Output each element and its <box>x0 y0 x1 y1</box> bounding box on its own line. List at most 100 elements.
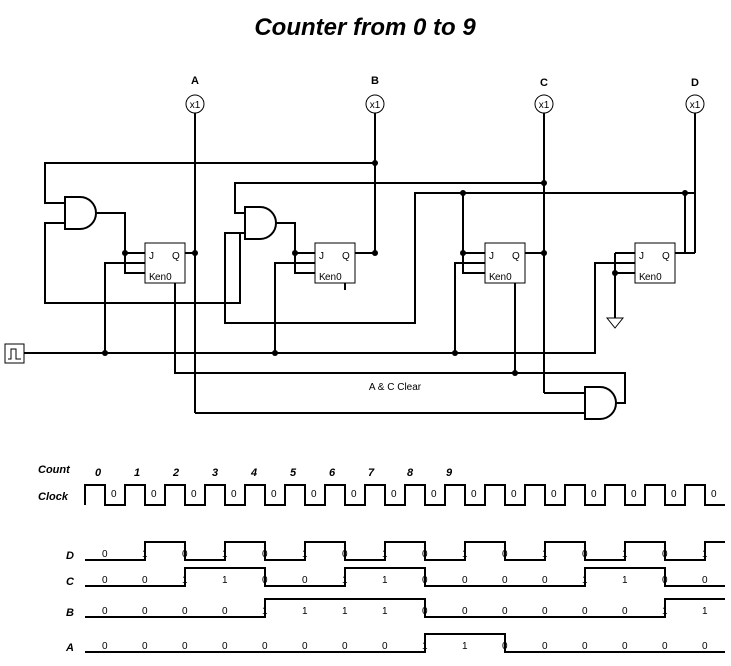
ground-icon <box>605 317 625 329</box>
clock-low-label: 0 <box>191 489 197 500</box>
probe-c[interactable]: x1 <box>534 94 554 114</box>
signal-bit-label: 1 <box>382 575 388 586</box>
ff-a-k: K <box>149 272 156 283</box>
ff-b-k: K <box>319 272 326 283</box>
clock-low-label: 0 <box>271 489 277 500</box>
signal-bit-label: 0 <box>542 641 548 652</box>
count-number: 6 <box>329 467 336 479</box>
signal-bit-label: 0 <box>622 606 628 617</box>
flipflop-b[interactable]: J K Q en0 <box>314 242 356 284</box>
signal-bit-label: 0 <box>102 606 108 617</box>
signal-bit-label: 0 <box>542 606 548 617</box>
signal-bit-label: 0 <box>702 575 708 586</box>
signal-bit-label: 0 <box>342 641 348 652</box>
probe-b[interactable]: x1 <box>365 94 385 114</box>
signal-bit-label: 0 <box>662 641 668 652</box>
clock-low-label: 0 <box>671 489 677 500</box>
count-label: Count <box>38 464 71 476</box>
ff-d-k: K <box>639 272 646 283</box>
count-number: 0 <box>95 467 102 479</box>
ff-c-j: J <box>489 251 494 262</box>
signal-trace <box>85 541 725 561</box>
count-number: 3 <box>212 467 218 479</box>
signal-bit-label: 0 <box>582 606 588 617</box>
count-number: 2 <box>172 467 179 479</box>
clock-low-label: 0 <box>471 489 477 500</box>
probe-a-scale: x1 <box>190 100 201 111</box>
ff-b-q: Q <box>342 251 350 262</box>
signal-bit-label: 0 <box>502 606 508 617</box>
signal-bit-label: 0 <box>142 575 148 586</box>
count-number: 5 <box>290 467 297 479</box>
signal-bit-label: 0 <box>462 575 468 586</box>
ff-b-j: J <box>319 251 324 262</box>
clock-low-label: 0 <box>431 489 437 500</box>
clock-source[interactable] <box>4 343 25 364</box>
signal-bit-label: 0 <box>462 606 468 617</box>
probe-c-scale: x1 <box>539 100 550 111</box>
ff-d-j: J <box>639 251 644 262</box>
probe-b-scale: x1 <box>370 100 381 111</box>
clock-trace <box>84 484 725 506</box>
signal-bit-label: 0 <box>102 575 108 586</box>
signal-bit-label: 0 <box>102 549 108 560</box>
flipflop-c[interactable]: J K Q en0 <box>484 242 526 284</box>
signal-bit-label: 0 <box>222 606 228 617</box>
signal-trace <box>85 567 725 587</box>
wiring <box>24 113 696 414</box>
probe-a[interactable]: x1 <box>185 94 205 114</box>
ff-a-en: en0 <box>155 272 172 283</box>
count-number: 1 <box>134 467 140 479</box>
probe-label-a: A <box>191 75 199 87</box>
clock-low-label: 0 <box>511 489 517 500</box>
clock-low-label: 0 <box>631 489 637 500</box>
page-title: Counter from 0 to 9 <box>254 14 476 41</box>
signal-bit-label: 0 <box>302 575 308 586</box>
ff-c-q: Q <box>512 251 520 262</box>
signal-bit-label: 1 <box>342 606 348 617</box>
ff-b-en: en0 <box>325 272 342 283</box>
ff-a-q: Q <box>172 251 180 262</box>
signal-bit-label: 0 <box>582 641 588 652</box>
clock-low-label: 0 <box>391 489 397 500</box>
signal-label: D <box>66 550 74 562</box>
ff-a-j: J <box>149 251 154 262</box>
clock-label: Clock <box>38 491 69 503</box>
and-gate-2[interactable] <box>244 206 277 240</box>
signal-bit-label: 0 <box>222 641 228 652</box>
signal-bit-label: 0 <box>702 641 708 652</box>
ff-d-q: Q <box>662 251 670 262</box>
signal-label: B <box>66 607 74 619</box>
flipflop-a[interactable]: J K Q en0 <box>144 242 186 284</box>
signal-bit-label: 1 <box>622 575 628 586</box>
signal-bit-label: 0 <box>382 641 388 652</box>
signal-bit-label: 0 <box>622 641 628 652</box>
probe-label-b: B <box>371 75 379 87</box>
signal-bit-label: 1 <box>302 606 308 617</box>
signal-bit-label: 1 <box>702 606 708 617</box>
ff-c-en: en0 <box>495 272 512 283</box>
flipflop-d[interactable]: J K Q en0 <box>634 242 676 284</box>
count-number: 7 <box>368 467 375 479</box>
clock-low-label: 0 <box>591 489 597 500</box>
probe-label-c: C <box>540 77 548 89</box>
count-number: 4 <box>250 467 257 479</box>
and-gate-1[interactable] <box>64 196 97 230</box>
signal-bit-label: 0 <box>142 641 148 652</box>
junctions <box>102 160 688 376</box>
ff-c-k: K <box>489 272 496 283</box>
signal-bit-label: 0 <box>142 606 148 617</box>
signal-bit-label: 1 <box>382 606 388 617</box>
signal-trace <box>85 633 725 653</box>
clock-low-label: 0 <box>551 489 557 500</box>
and-gate-clear[interactable] <box>584 386 617 420</box>
signal-bit-label: 0 <box>102 641 108 652</box>
signal-trace <box>85 598 725 618</box>
probe-d[interactable]: x1 <box>685 94 705 114</box>
signal-bit-label: 0 <box>302 641 308 652</box>
